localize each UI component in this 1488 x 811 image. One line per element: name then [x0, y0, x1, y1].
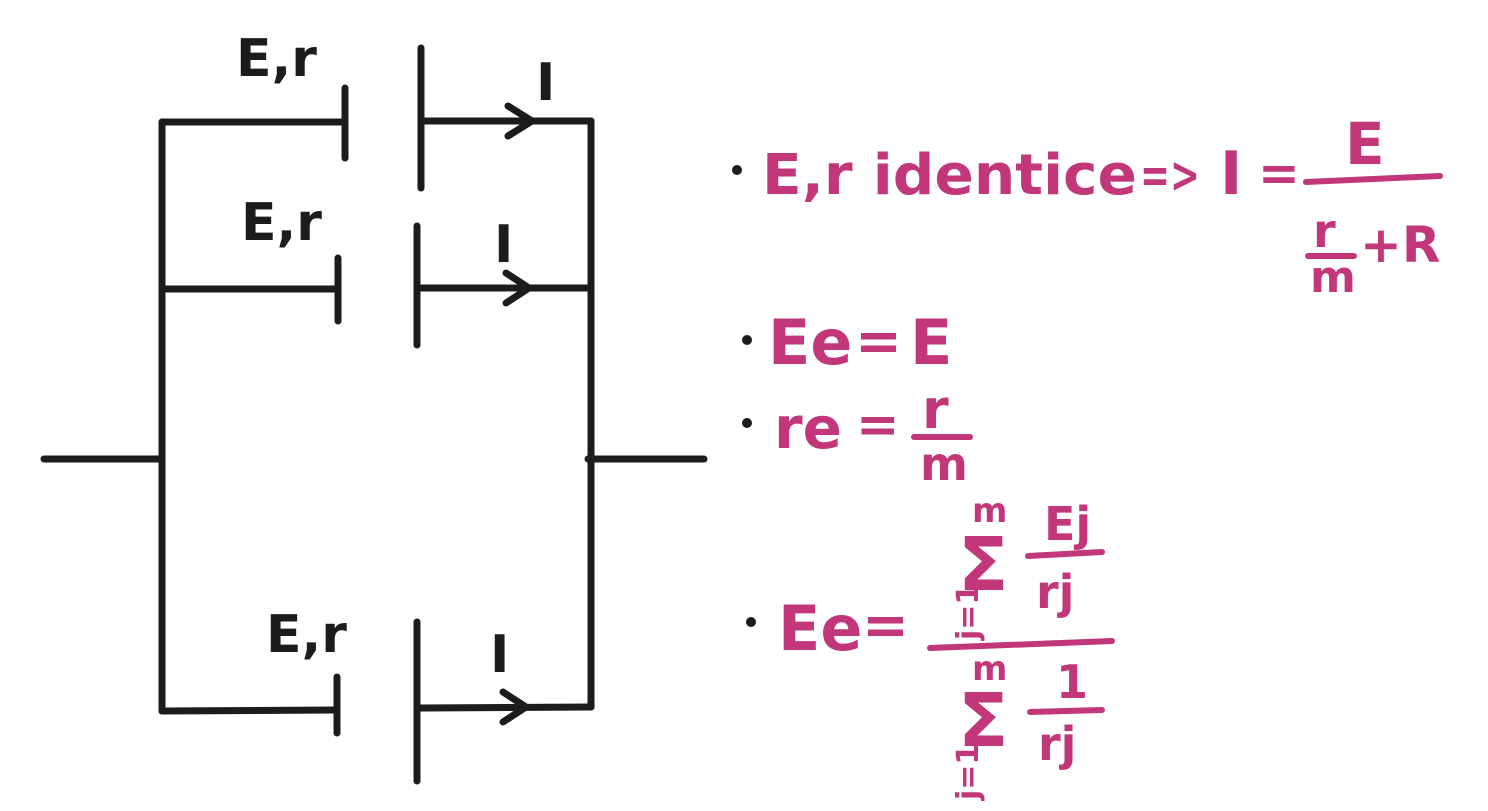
- implies-arrow: =>: [1140, 146, 1200, 204]
- denominator-rest: +R: [1360, 216, 1440, 274]
- lower-sum-limit-top: m: [972, 649, 1007, 689]
- circuit: E,r I E,r I E,r I: [40, 29, 708, 785]
- current-1-arrow: [504, 102, 539, 140]
- branch-3-right-wire: [417, 703, 595, 712]
- top-fraction-denominator: rj: [1036, 565, 1074, 619]
- ee-lhs-1: Ee: [768, 306, 852, 379]
- lower-sum-limit-bottom: j=1: [951, 744, 986, 801]
- battery-1-label: E,r: [236, 29, 317, 89]
- equals-sign-1: =: [1258, 144, 1300, 202]
- branch-2: E,r I: [158, 193, 595, 349]
- equals-sign-2: =: [855, 309, 902, 374]
- inner-fraction-numerator: r: [1313, 204, 1336, 258]
- re-denominator: m: [920, 437, 968, 491]
- current-3-label: I: [490, 625, 509, 685]
- upper-sum-limit-bottom: j=1: [951, 584, 986, 641]
- branch-3: E,r I: [158, 605, 595, 785]
- bullet-2: [742, 335, 752, 345]
- equals-sign-3: =: [856, 395, 900, 455]
- identical-text: E,r identice: [762, 143, 1137, 208]
- bottom-fraction-numerator: 1: [1056, 655, 1088, 709]
- current-2-arrow: [502, 269, 536, 307]
- fraction-bar: [1303, 173, 1443, 185]
- re-lhs: re: [774, 394, 842, 462]
- equivalent-emf-general: Ee = m Σ j=1 Ej rj m Σ j=1 1 rj: [746, 491, 1115, 801]
- ee-rhs: E: [910, 306, 952, 379]
- main-fraction-bar: [927, 638, 1115, 651]
- fraction-numerator: E: [1345, 110, 1385, 178]
- lower-sum-symbol: Σ: [958, 678, 1009, 764]
- bottom-fraction-denominator: rj: [1038, 717, 1076, 771]
- ee-lhs-2: Ee: [778, 592, 862, 665]
- battery-3-label: E,r: [266, 605, 347, 665]
- bottom-fraction-bar: [1027, 707, 1105, 715]
- bullet-1: [732, 165, 742, 175]
- upper-sum-symbol: Σ: [958, 522, 1009, 608]
- bullet-3: [742, 418, 752, 428]
- equivalent-resistance: re = r m: [742, 378, 973, 491]
- current-1-label: I: [536, 53, 555, 113]
- formula-notes: E,r identice => I = E r m +R Ee = E re =…: [732, 110, 1443, 801]
- top-fraction-numerator: Ej: [1044, 497, 1091, 551]
- current-2-label: I: [494, 215, 513, 275]
- identical-sources-formula: E,r identice => I = E r m +R: [732, 110, 1443, 303]
- battery-2-label: E,r: [241, 193, 322, 253]
- current-symbol: I: [1220, 139, 1242, 209]
- top-fraction-bar: [1025, 549, 1105, 559]
- equivalent-emf-simple: Ee = E: [742, 306, 952, 379]
- bullet-4: [746, 617, 756, 627]
- current-3-arrow: [499, 688, 533, 726]
- re-numerator: r: [922, 378, 949, 441]
- branch-3-left-wire: [158, 706, 341, 715]
- upper-sum-limit-top: m: [972, 491, 1007, 531]
- equals-sign-4: =: [862, 593, 909, 658]
- branch-1: E,r I: [158, 29, 595, 192]
- inner-fraction-denominator: m: [1310, 252, 1356, 303]
